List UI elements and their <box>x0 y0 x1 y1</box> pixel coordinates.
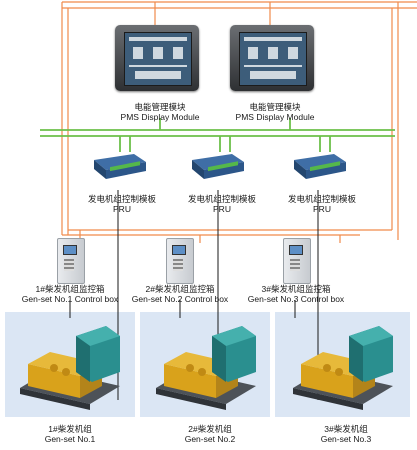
genset-3-label: 3#柴发机组 Gen-set No.3 <box>296 424 396 444</box>
pms-1-label-cn: 电能管理模块 <box>134 102 186 112</box>
control-box-2-label: 2#柴发机组监控箱 Gen-set No.2 Control box <box>120 284 240 304</box>
control-box-2-label-cn: 2#柴发机组监控箱 <box>145 284 215 294</box>
genset-3-image[interactable] <box>287 316 397 416</box>
control-box-1-label-cn: 1#柴发机组监控箱 <box>35 284 105 294</box>
genset-1-image[interactable] <box>14 316 124 416</box>
pms-display-2[interactable] <box>230 25 314 91</box>
pms-1-label-en: PMS Display Module <box>120 112 200 122</box>
genset-1-label-en: Gen-set No.1 <box>44 434 96 444</box>
pms-2-label-cn: 电能管理模块 <box>249 102 301 112</box>
pru-3-label-en: PRU <box>313 204 331 214</box>
genset-2-image[interactable] <box>150 316 260 416</box>
pru-module-2[interactable] <box>188 152 246 180</box>
control-box-1-label: 1#柴发机组监控箱 Gen-set No.1 Control box <box>10 284 130 304</box>
pms-2-label-en: PMS Display Module <box>235 112 315 122</box>
pru-3-label-cn: 发电机组控制模板 <box>287 194 356 204</box>
genset-2-label: 2#柴发机组 Gen-set No.2 <box>160 424 260 444</box>
genset-2-label-cn: 2#柴发机组 <box>188 424 232 434</box>
genset-3-label-en: Gen-set No.3 <box>320 434 372 444</box>
pms-1-label: 电能管理模块 PMS Display Module <box>110 102 210 122</box>
control-box-3-label: 3#柴发机组监控箱 Gen-set No.3 Control box <box>236 284 356 304</box>
control-box-1-label-en: Gen-set No.1 Control box <box>21 294 119 304</box>
genset-1-label-cn: 1#柴发机组 <box>48 424 92 434</box>
control-box-3-label-cn: 3#柴发机组监控箱 <box>261 284 331 294</box>
pru-2-label-en: PRU <box>213 204 231 214</box>
control-box-3[interactable] <box>283 238 311 284</box>
control-box-3-label-en: Gen-set No.3 Control box <box>247 294 345 304</box>
control-box-1[interactable] <box>57 238 85 284</box>
pru-3-label: 发电机组控制模板 PRU <box>272 194 372 214</box>
pms-display-1-screen <box>124 32 192 86</box>
pms-display-2-screen <box>239 32 307 86</box>
genset-3-label-cn: 3#柴发机组 <box>324 424 368 434</box>
green-bus <box>40 118 395 152</box>
pms-2-label: 电能管理模块 PMS Display Module <box>225 102 325 122</box>
pru-1-label-cn: 发电机组控制模板 <box>87 194 156 204</box>
genset-2-label-en: Gen-set No.2 <box>184 434 236 444</box>
pru-1-label: 发电机组控制模板 PRU <box>72 194 172 214</box>
pru-module-3[interactable] <box>290 152 348 180</box>
pru-module-1[interactable] <box>90 152 148 180</box>
orange-bus <box>61 1 417 243</box>
pru-1-label-en: PRU <box>113 204 131 214</box>
control-box-2-label-en: Gen-set No.2 Control box <box>131 294 229 304</box>
pru-2-label-cn: 发电机组控制模板 <box>187 194 256 204</box>
control-box-2[interactable] <box>166 238 194 284</box>
genset-1-label: 1#柴发机组 Gen-set No.1 <box>20 424 120 444</box>
pru-2-label: 发电机组控制模板 PRU <box>172 194 272 214</box>
pms-display-1[interactable] <box>115 25 199 91</box>
